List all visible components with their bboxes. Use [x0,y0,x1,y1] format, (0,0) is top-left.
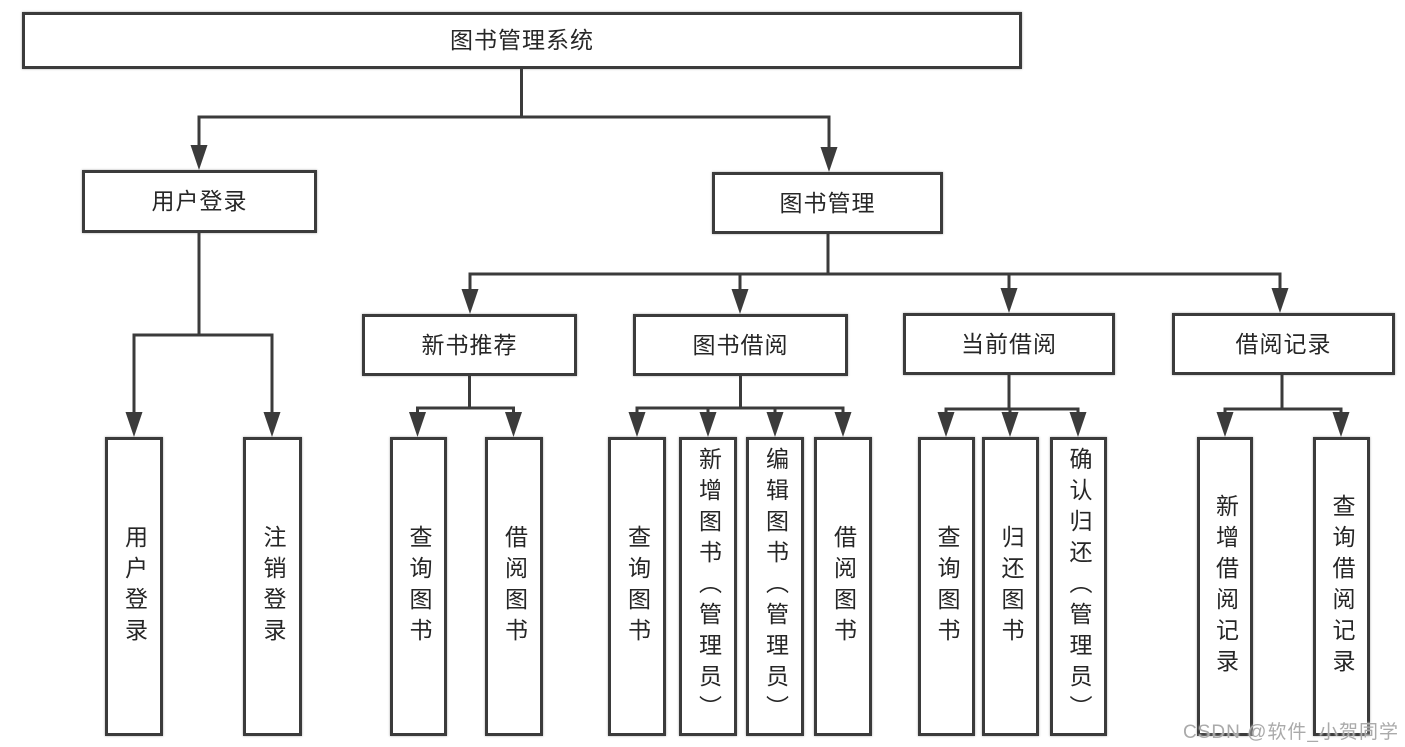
node-current-borrow: 当前借阅 [903,313,1115,375]
csdn-watermark: CSDN @软件_小贺同学 [1183,722,1399,743]
leaf-query-books-1: 查询图书 [390,437,447,736]
node-label: 新书推荐 [421,331,518,358]
leaf-query-books-3: 查询图书 [918,437,975,736]
node-new-book-recommend: 新书推荐 [362,314,577,376]
node-label: 用户登录 [121,524,148,649]
node-label: 新增借阅记录 [1212,493,1239,680]
leaf-query-borrow-record: 查询借阅记录 [1313,437,1370,736]
node-label: 图书借阅 [692,331,789,358]
arrowhead-icons [125,145,1350,437]
node-label: 查询借阅记录 [1329,493,1355,680]
node-library-system: 图书管理系统 [22,12,1022,69]
node-label: 图书管理系统 [450,27,594,53]
node-borrow-record: 借阅记录 [1172,313,1395,375]
leaf-query-books-2: 查询图书 [608,437,666,736]
node-label: 当前借阅 [961,330,1057,357]
node-label: 查询图书 [934,524,960,649]
node-label: 确认归还（管理员） [1066,447,1092,726]
leaf-borrow-books-2: 借阅图书 [814,437,872,736]
node-label: 用户登录 [151,188,248,214]
node-label: 借阅图书 [501,524,528,649]
leaf-logout: 注销登录 [243,437,302,736]
node-book-management: 图书管理 [712,172,943,234]
leaf-user-login: 用户登录 [105,437,163,736]
node-label: 新增图书（管理员） [695,447,722,726]
node-label: 查询图书 [624,524,651,649]
leaf-confirm-return-admin: 确认归还（管理员） [1050,437,1107,736]
node-label: 查询图书 [406,524,432,649]
node-label: 编辑图书（管理员） [762,447,789,726]
node-label: 借阅记录 [1235,330,1332,357]
leaf-add-book-admin: 新增图书（管理员） [679,437,737,736]
leaf-add-borrow-record: 新增借阅记录 [1197,437,1253,736]
node-book-borrow: 图书借阅 [633,314,848,376]
leaf-borrow-books-1: 借阅图书 [485,437,543,736]
node-label: 归还图书 [998,524,1024,649]
leaf-edit-book-admin: 编辑图书（管理员） [746,437,804,736]
leaf-return-books: 归还图书 [982,437,1039,736]
node-label: 注销登录 [260,524,286,649]
node-user-login-module: 用户登录 [82,170,317,233]
node-label: 图书管理 [779,189,876,216]
node-label: 借阅图书 [830,524,857,649]
